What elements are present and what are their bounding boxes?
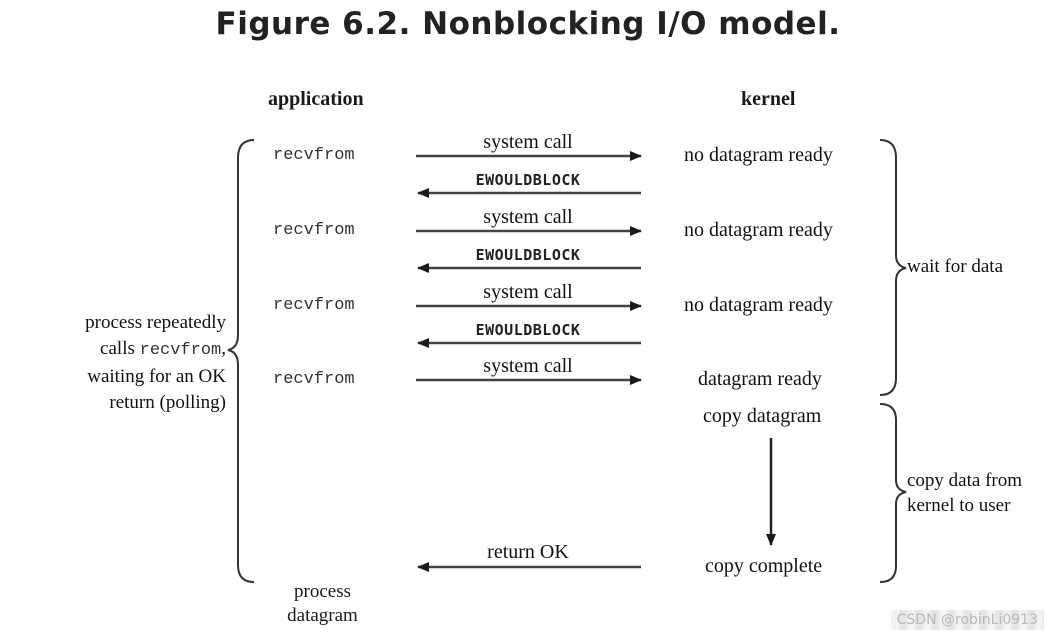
- copy-data-label: copy data from kernel to user: [907, 468, 1022, 518]
- polling-line-1: process repeatedly: [85, 312, 226, 333]
- watermark: CSDN @robinLi0913: [890, 610, 1044, 630]
- return-ok-label: return OK: [487, 541, 569, 563]
- system-call-label-4: system call: [483, 355, 573, 377]
- ewouldblock-label-2: EWOULDBLOCK: [475, 246, 581, 264]
- system-call-label-2: system call: [483, 206, 573, 228]
- kernel-status-4: datagram ready: [698, 368, 822, 390]
- process-datagram-line-2: datagram: [287, 605, 358, 626]
- recvfrom-label-4: recvfrom: [273, 370, 355, 389]
- recvfrom-label-3: recvfrom: [273, 296, 355, 315]
- recvfrom-label-1: recvfrom: [273, 146, 355, 165]
- wait-brace: [879, 139, 907, 396]
- system-call-label-3: system call: [483, 281, 573, 303]
- kernel-header: kernel: [741, 88, 796, 110]
- polling-description: process repeatedly calls recvfrom, waiti…: [20, 310, 226, 416]
- application-header: application: [268, 88, 364, 110]
- kernel-status-3: no datagram ready: [684, 294, 833, 316]
- copy-data-line-2: kernel to user: [907, 495, 1011, 516]
- ewouldblock-label-3: EWOULDBLOCK: [475, 321, 581, 339]
- copy-datagram-label: copy datagram: [703, 405, 822, 427]
- left-brace: [227, 139, 255, 583]
- polling-line-2-code: recvfrom: [139, 341, 222, 360]
- polling-line-2: calls recvfrom,: [20, 336, 226, 364]
- copy-data-line-1: copy data from: [907, 470, 1023, 491]
- kernel-status-2: no datagram ready: [684, 219, 833, 241]
- figure-title: Figure 6.2. Nonblocking I/O model.: [215, 6, 841, 42]
- polling-line-3: waiting for an OK: [87, 366, 226, 387]
- polling-line-4: return (polling): [109, 392, 226, 413]
- process-datagram-label: process datagram: [250, 580, 395, 628]
- ewouldblock-label-1: EWOULDBLOCK: [475, 171, 581, 189]
- polling-line-2-pre: calls: [100, 338, 140, 359]
- recvfrom-label-2: recvfrom: [273, 221, 355, 240]
- polling-line-2-post: ,: [221, 338, 226, 359]
- system-call-label-1: system call: [483, 131, 573, 153]
- copy-complete-label: copy complete: [705, 555, 823, 577]
- process-datagram-line-1: process: [294, 581, 351, 602]
- wait-for-data-label: wait for data: [907, 256, 1004, 277]
- copy-brace: [879, 403, 907, 583]
- kernel-status-1: no datagram ready: [684, 144, 833, 166]
